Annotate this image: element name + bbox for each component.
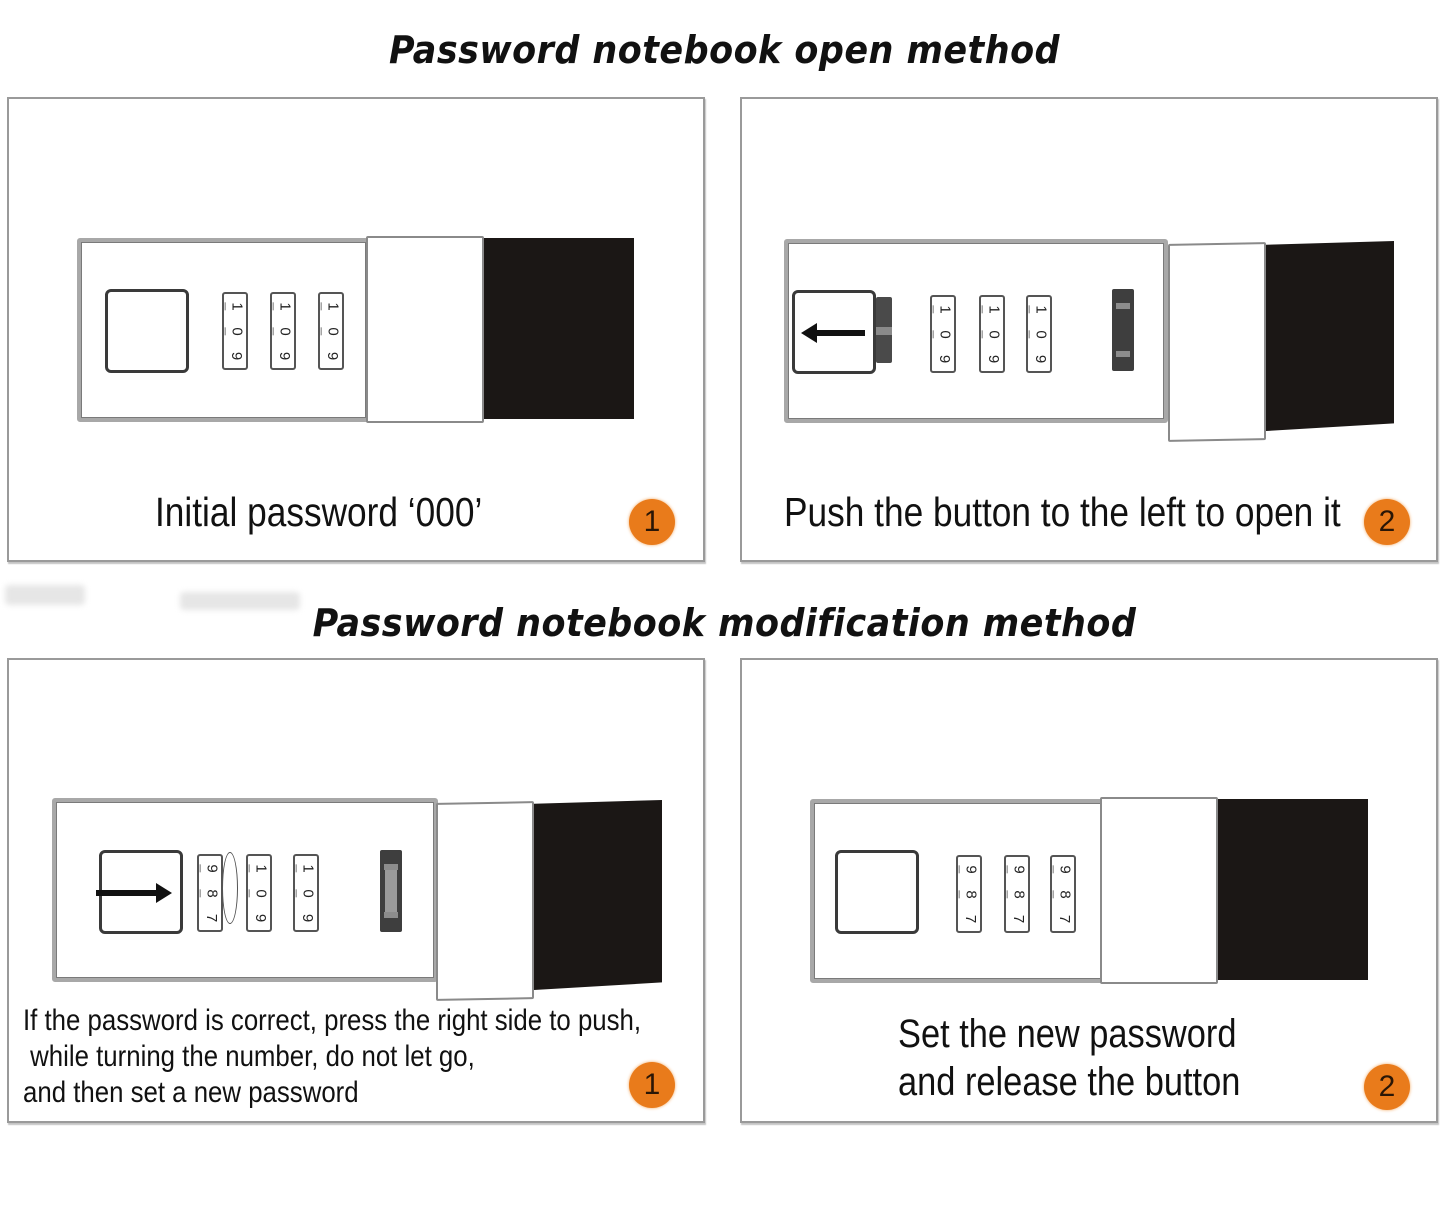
dial-digit: 0 [224,327,246,336]
step-number-badge: 2 [1364,499,1410,545]
notebook-cover [484,238,634,419]
step-caption-line: Set the new password [898,1012,1237,1056]
dial-digit: 9 [276,351,293,361]
dial-digit: 9 [324,351,341,361]
dial-digit: 9 [1052,865,1074,874]
step-number-badge: 1 [629,499,675,545]
dial-digit: 1 [1028,305,1050,314]
combination-dial: 1 0 9 [270,292,296,370]
step-number-badge: 1 [629,1062,675,1108]
step-caption-line: and then set a new password [23,1076,359,1109]
dial-digit: 1 [248,864,270,873]
step-panel-open-2: 1 0 9 1 0 9 1 0 9 Push the button to the left … [740,97,1438,562]
arrow-left-icon [801,323,865,343]
combination-dial: 1 0 9 [222,292,248,370]
dial-digit: 0 [1028,330,1050,339]
step-caption: Push the button to the left to open it [784,489,1341,535]
dial-digit: 8 [1006,890,1028,899]
combination-dial: 1 0 9 [246,854,272,932]
notebook-cover [1266,241,1394,431]
notebook-cover [1218,799,1368,980]
rotate-icon [222,852,238,924]
dial-digit: 9 [252,913,269,923]
combination-dial: 1 0 9 [293,854,319,932]
section-title-modification: Password notebook modification method [312,601,1137,645]
dial-digit: 0 [295,889,317,898]
step-number-badge: 2 [1364,1064,1410,1110]
dial-digit: 0 [272,327,294,336]
step-panel-modification-2: 9 8 7 9 8 7 9 8 7 Set the new password and rel… [740,658,1438,1123]
dial-digit: 1 [272,302,294,311]
notebook-cover [534,800,662,990]
dial-digit: 1 [224,302,246,311]
section-title-open: Password notebook open method [388,28,1061,72]
button-slider [876,297,892,363]
dial-digit: 1 [981,305,1003,314]
combination-dial: 9 8 7 [197,854,223,932]
push-button [96,850,183,934]
combination-dial: 9 8 7 [1004,855,1030,933]
dial-digit: 9 [228,351,245,361]
arrow-right-icon [96,883,172,903]
dial-digit: 9 [936,354,953,364]
dial-digit: 7 [1056,914,1073,924]
dial-digit: 1 [932,305,954,314]
dial-digit: 8 [199,889,221,898]
step-caption-line: and release the button [898,1060,1241,1104]
sliding-sleeve [366,236,484,423]
dial-digit: 9 [958,865,980,874]
dial-digit: 1 [295,864,317,873]
step-caption-line: while turning the number, do not let go, [23,1040,475,1073]
combination-dial: 1 0 9 [930,295,956,373]
dial-digit: 9 [299,913,316,923]
push-button [105,289,189,373]
dial-digit: 0 [248,889,270,898]
dial-digit: 8 [1052,890,1074,899]
combination-dial: 9 8 7 [1050,855,1076,933]
dial-digit: 7 [1010,914,1027,924]
dial-digit: 9 [199,864,221,873]
dial-digit: 9 [1032,354,1049,364]
push-button [792,290,876,374]
step-panel-open-1: 1 0 9 1 0 9 1 0 9 Initial password ‘000’ 1 [7,97,705,562]
release-button [380,850,402,932]
dial-digit: 7 [203,913,220,923]
dial-digit: 0 [932,330,954,339]
combination-dial: 1 0 9 [1026,295,1052,373]
combination-dial: 1 0 9 [318,292,344,370]
dial-digit: 9 [985,354,1002,364]
dial-digit: 1 [320,302,342,311]
sliding-sleeve [436,801,534,1001]
dial-digit: 0 [320,327,342,336]
sliding-sleeve [1100,797,1218,984]
step-panel-modification-1: 9 8 7 1 0 9 1 0 9 If the password is correct, … [7,658,705,1123]
sliding-sleeve [1168,242,1266,442]
push-button [835,850,919,934]
combination-dial: 9 8 7 [956,855,982,933]
release-button [1112,289,1134,371]
dial-digit: 9 [1006,865,1028,874]
combination-dial: 1 0 9 [979,295,1005,373]
dial-digit: 8 [958,890,980,899]
dial-digit: 7 [962,914,979,924]
step-caption: Initial password ‘000’ [155,489,483,535]
dial-digit: 0 [981,330,1003,339]
step-caption-line: If the password is correct, press the ri… [23,1004,642,1037]
